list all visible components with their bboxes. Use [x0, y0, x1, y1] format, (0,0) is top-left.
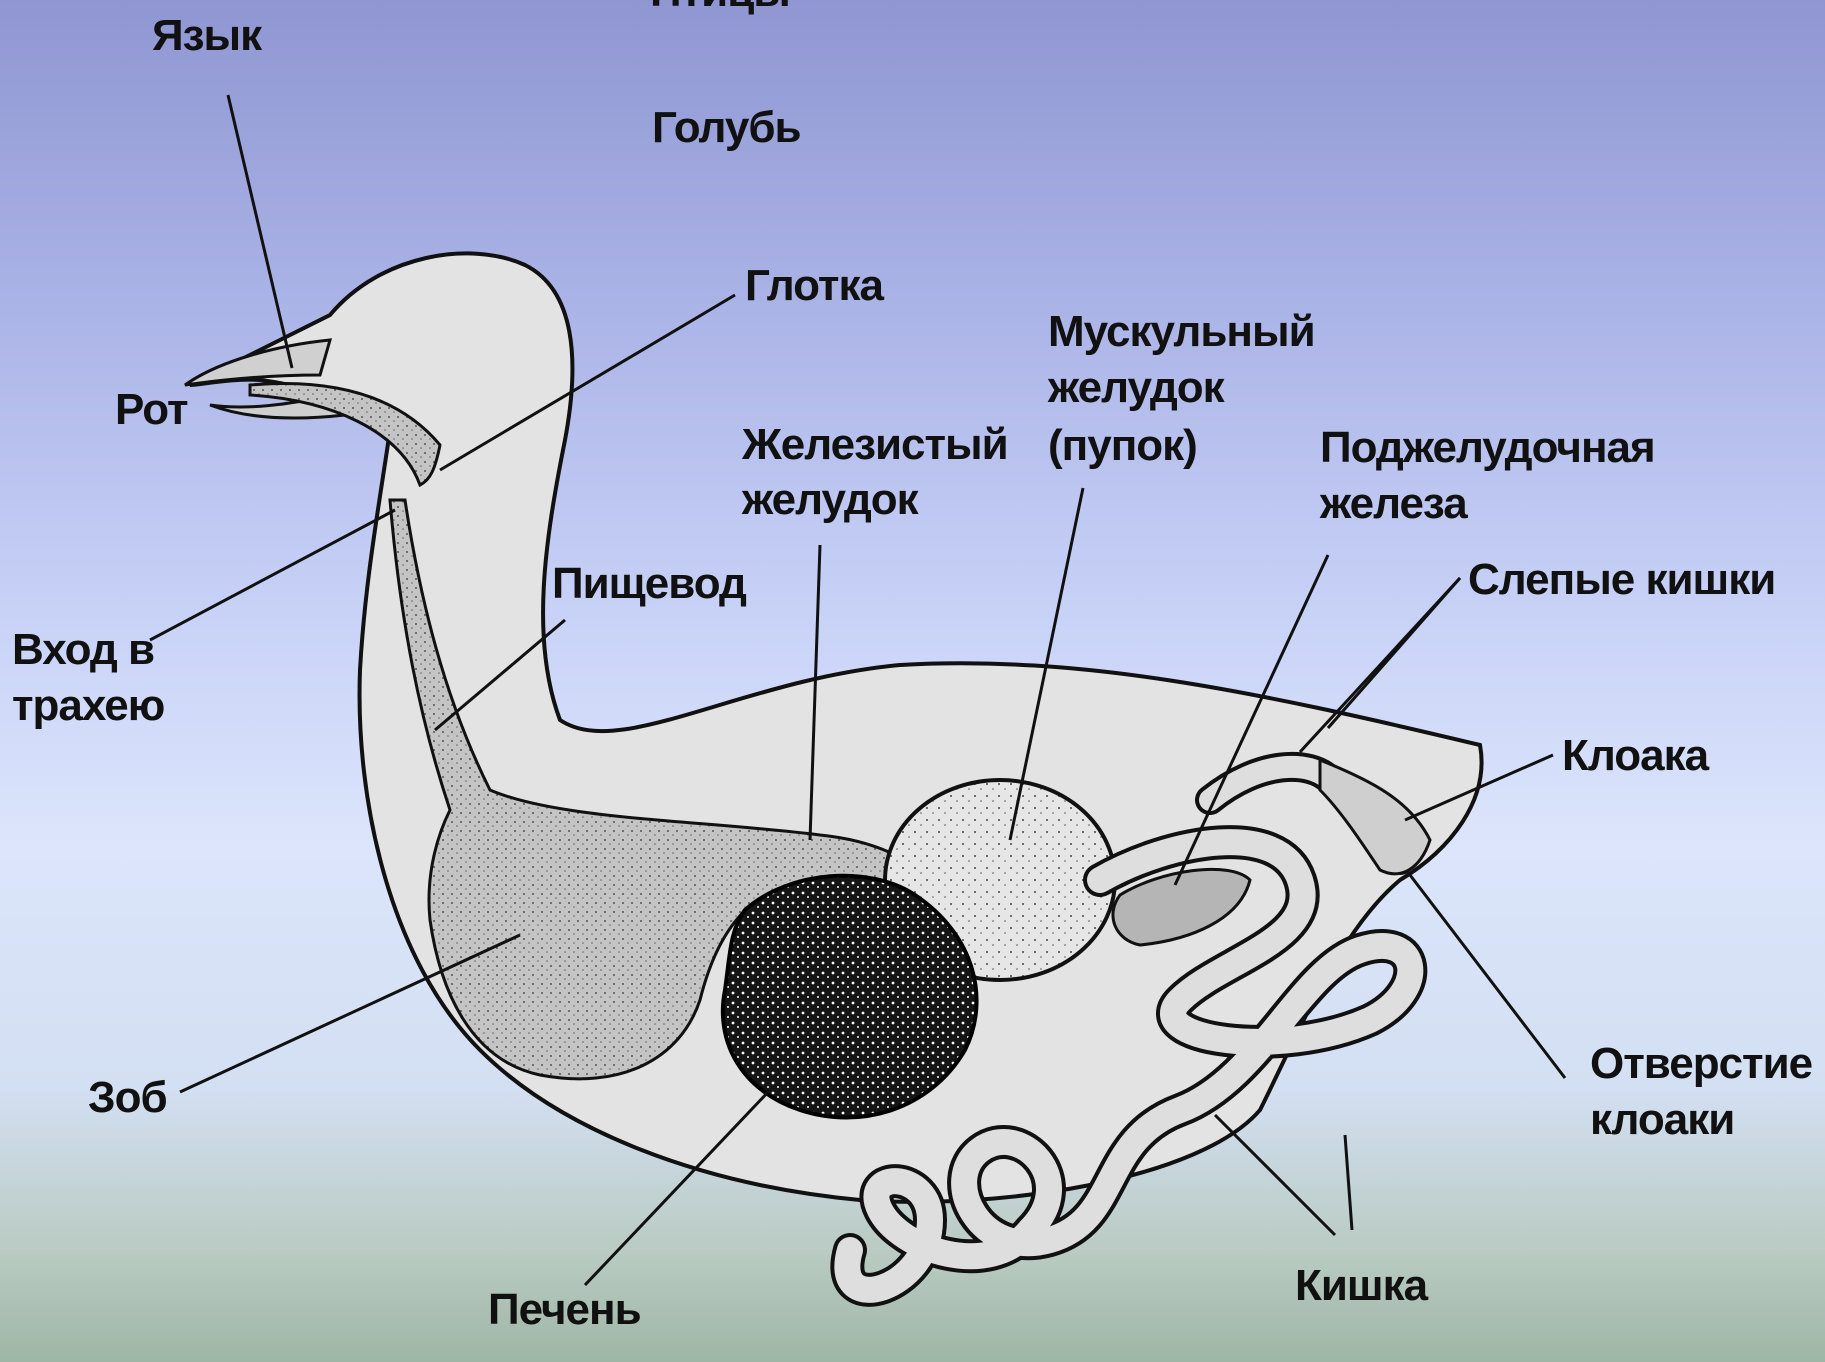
label-vent-2: клоаки [1590, 1092, 1734, 1148]
label-pharynx: Глотка [745, 258, 883, 314]
label-caeca: Слепые кишки [1468, 552, 1775, 608]
liver [723, 876, 977, 1118]
subtitle-label: Голубь [652, 100, 801, 156]
title-cut-label: Птицы [650, 0, 790, 20]
label-gizzard-2: желудок [1048, 360, 1224, 416]
label-cloaca: Клоака [1562, 728, 1708, 784]
label-tongue: Язык [152, 8, 261, 64]
label-glandular-1: Железистый [742, 417, 1008, 473]
label-intestine: Кишка [1295, 1258, 1427, 1314]
label-gizzard-3: (пупок) [1048, 418, 1197, 474]
label-mouth: Рот [115, 382, 188, 438]
label-vent-1: Отверстие [1590, 1036, 1812, 1092]
label-pancreas-2: железа [1320, 476, 1467, 532]
label-crop: Зоб [88, 1070, 167, 1126]
label-trachea-1: Вход в [12, 622, 154, 678]
label-pancreas-1: Поджелудочная [1320, 420, 1655, 476]
label-liver: Печень [488, 1282, 641, 1338]
label-gizzard-1: Мускульный [1048, 304, 1315, 360]
label-glandular-2: желудок [742, 472, 918, 528]
label-esophagus: Пищевод [552, 556, 746, 612]
label-trachea-2: трахею [12, 678, 164, 734]
